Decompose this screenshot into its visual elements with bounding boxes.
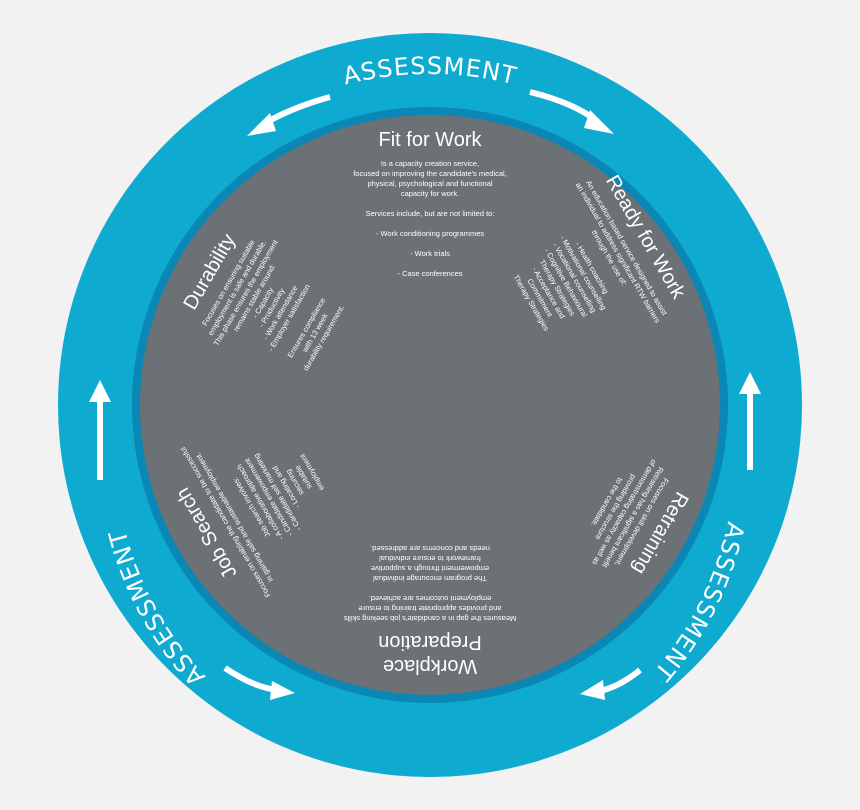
workplace-preparation-body: Measures the gap in a candidate's job se…	[344, 544, 517, 623]
body-line: - Case conferences	[397, 269, 462, 278]
body-line: and provides appropriate training to ens…	[358, 604, 501, 613]
body-line: focused on improving the candidate's med…	[353, 169, 507, 178]
body-line: Services include, but are not limited to…	[366, 209, 495, 218]
body-line: framework to ensure individual	[379, 554, 481, 563]
arrow-left-down	[223, 665, 295, 700]
arrow-top-right	[529, 89, 614, 134]
fit-for-work-body: Is a capacity creation service,focused o…	[353, 159, 507, 278]
fit-for-work-title: Fit for Work	[379, 129, 483, 151]
arrow-left-up	[89, 380, 111, 480]
section-retraining: Retraining Focuses on skill development,…	[589, 458, 692, 578]
body-line: Measures the gap in a candidate's job se…	[344, 614, 517, 623]
arrow-right-up	[739, 372, 761, 470]
arrow-top-left	[247, 94, 331, 136]
center-disc	[140, 115, 720, 695]
body-line: - Work conditioning programmes	[376, 229, 484, 238]
body-line: capacity for work.	[401, 189, 459, 198]
arrow-right-down	[580, 667, 642, 700]
body-line: needs and concerns are addressed.	[370, 544, 490, 553]
body-line: employment outcomes are achieved.	[369, 594, 492, 603]
body-line: Is a capacity creation service,	[381, 159, 479, 168]
body-line: The program encourage individual	[373, 574, 487, 583]
body-line: empowerment through a supportive	[371, 564, 489, 573]
body-line: - Work trials	[410, 249, 450, 258]
workplace-preparation-title-1: Workplace	[383, 655, 477, 677]
body-line: physical, psychological and functional	[367, 179, 492, 188]
workplace-preparation-title-2: Preparation	[378, 631, 481, 653]
section-workplace-preparation: Workplace Preparation Measures the gap i…	[344, 544, 517, 677]
section-fit-for-work: Fit for Work Is a capacity creation serv…	[353, 129, 507, 278]
